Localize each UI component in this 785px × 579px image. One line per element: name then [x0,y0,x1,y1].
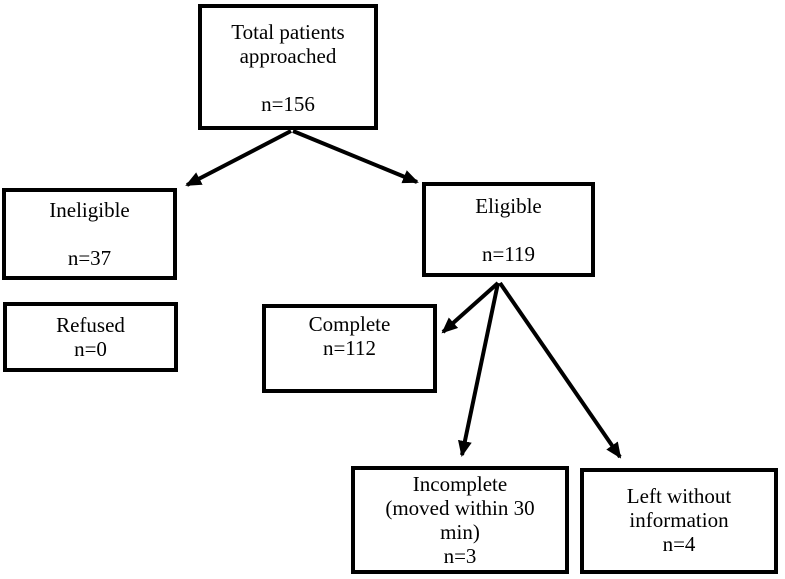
edge-total-to-eligible [292,129,419,184]
node-refused: Refused n=0 [3,302,178,372]
node-total-patients-approached: Total patients approached n=156 [198,4,378,130]
node-ineligible: Ineligible n=37 [2,188,177,280]
edge-eligible-to-left_without_information [498,281,622,459]
edge-total-to-ineligible [185,129,292,187]
node-left-without-information-label: Left without information n=4 [626,484,732,556]
edge-eligible-to-complete [441,281,500,334]
node-eligible: Eligible n=119 [422,182,595,277]
node-total-patients-label: Total patients approached n=156 [231,20,345,116]
node-refused-label: Refused n=0 [56,313,125,361]
edge-eligible-to-incomplete [458,282,500,457]
node-eligible-label: Eligible n=119 [475,194,542,266]
node-left-without-information: Left without information n=4 [580,468,778,574]
node-complete: Complete n=112 [262,304,437,393]
node-incomplete-moved: Incomplete (moved within 30 min) n=3 [351,466,569,574]
node-ineligible-label: Ineligible n=37 [49,198,130,270]
node-complete-label: Complete n=112 [308,312,391,360]
node-incomplete-label: Incomplete (moved within 30 min) n=3 [385,472,535,568]
